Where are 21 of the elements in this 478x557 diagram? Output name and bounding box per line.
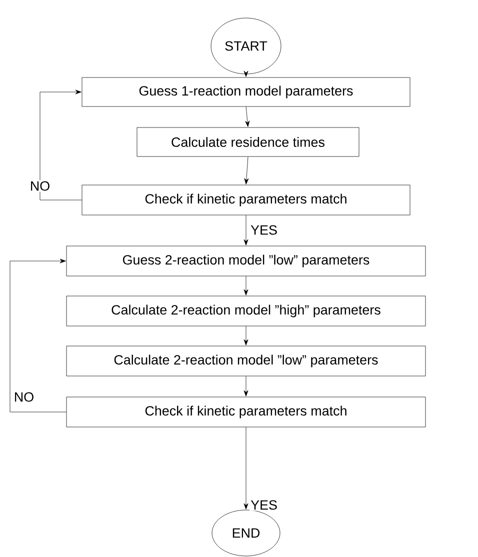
arrow <box>244 156 249 184</box>
arrow <box>10 258 66 412</box>
process-box: Guess 2-reaction model ”low” parameters <box>66 246 426 276</box>
arrow <box>245 106 250 127</box>
process-box: Calculate 2-reaction model ”high” parameters <box>66 296 426 326</box>
arrow <box>244 276 248 296</box>
arrow <box>244 376 248 396</box>
arrow <box>244 427 248 510</box>
edge-label: YES <box>250 224 278 236</box>
process-box: Check if kinetic parameters match <box>82 184 410 216</box>
process-box: Calculate residence times <box>136 127 360 157</box>
process-box: Calculate 2-reaction model ”low” parameters <box>66 346 426 376</box>
edge-label: NO <box>28 180 52 192</box>
process-box: Guess 1-reaction model parameters <box>82 77 410 107</box>
edge-label: NO <box>12 391 36 403</box>
arrow <box>40 90 82 200</box>
process-box: Check if kinetic parameters match <box>66 396 426 428</box>
arrow <box>244 70 248 77</box>
arrow <box>244 215 248 246</box>
arrow <box>244 326 248 346</box>
edge-label: YES <box>250 499 278 511</box>
